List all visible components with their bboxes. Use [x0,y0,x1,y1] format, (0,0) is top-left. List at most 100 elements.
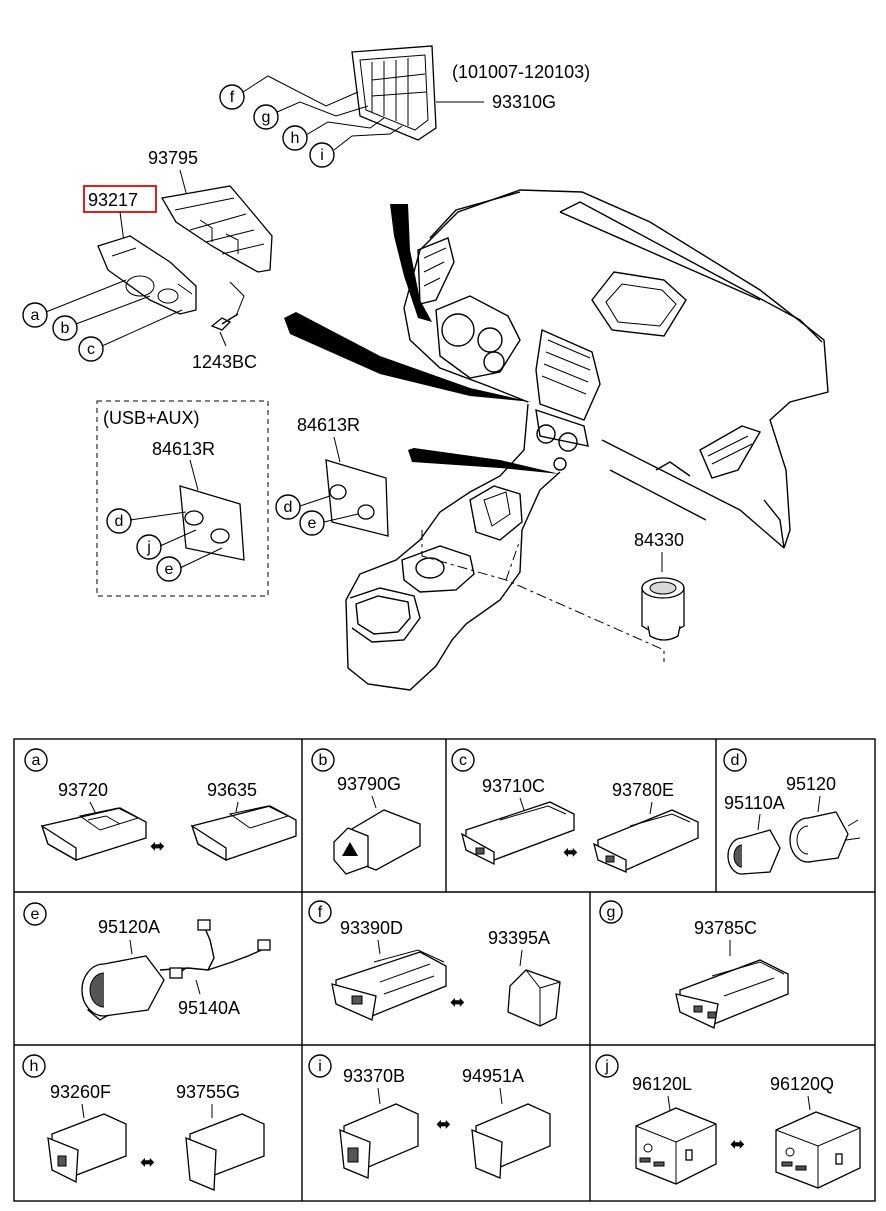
part-93795-label: 93795 [148,148,198,168]
svg-text:b: b [61,320,70,337]
switch-93790G [333,809,421,875]
dashboard-illustration [345,189,829,691]
grid-cell-i: i 93370B 94951A ⬌ [308,1054,551,1179]
part-93780E-label: 93780E [612,780,674,800]
parts-grid [13,738,876,1202]
callout-a: a [22,302,48,328]
part-95110A-label: 95110A [724,793,785,813]
switch-93720 [40,807,147,862]
switch-93370B [339,1103,419,1179]
lighter-socket [789,811,861,863]
swap-arrow-c: ⬌ [563,842,578,862]
usb-aux-group-box [96,400,269,597]
pointer-arrow-3 [408,448,560,474]
callout-d-aux: d [275,494,301,520]
swap-arrow-f: ⬌ [450,992,465,1012]
switch-93635 [190,805,297,862]
switch-93260F [47,1113,127,1184]
part-93785C-label: 93785C [694,918,757,938]
grid-cell-f: f 93390D 93395A ⬌ [308,900,561,1027]
date-range-label: (101007-120103) [452,62,590,82]
svg-text:c: c [459,752,467,769]
svg-text:f: f [318,904,323,921]
power-outlet-part [641,577,685,641]
part-95120A-label: 95120A [98,917,160,937]
callout-f: f [219,84,245,110]
switch-93390D [331,949,447,1021]
part-93755G-label: 93755G [176,1082,240,1102]
part-84613R-right-label: 84613R [297,415,360,435]
usb-aux-panel-part [179,485,245,561]
blank-93755G [185,1113,265,1191]
svg-text:e: e [31,906,40,923]
power-outlet-95120A [81,955,165,1021]
part-93395A-label: 93395A [488,928,550,948]
callout-h: h [282,125,308,151]
svg-text:b: b [319,752,328,769]
callout-c: c [78,336,104,362]
svg-text:i: i [320,147,324,164]
svg-text:c: c [87,341,95,358]
part-93390D-label: 93390D [340,918,403,938]
callout-g: g [253,104,279,130]
aux-panel-part [325,459,389,537]
part-84330-label: 84330 [634,530,684,550]
svg-text:e: e [308,515,317,532]
svg-text:h: h [30,1058,39,1075]
part-93310G-label: 93310G [492,92,556,112]
svg-text:i: i [318,1058,322,1075]
part-94951A-label: 94951A [462,1066,524,1086]
callout-e-usb: e [156,556,182,582]
part-1243BC-label: 1243BC [192,352,257,372]
callout-j-usb: j [136,534,162,560]
part-95140A-label: 95140A [178,998,240,1018]
part-96120L-label: 96120L [632,1074,692,1094]
grid-cell-a: a 93720 93635 ⬌ [24,748,297,862]
grid-cell-d: d 95120 95110A [723,748,861,875]
grid-cell-j: j 96120L 96120Q ⬌ [595,1054,861,1189]
screw-part [210,313,239,331]
svg-text:a: a [32,752,41,769]
pointer-arrow-1 [390,204,432,322]
swap-arrow-h: ⬌ [140,1152,155,1172]
pointer-arrow-2 [284,312,532,402]
crash-pad-panel-part [97,235,197,315]
switch-93710C [461,801,575,866]
svg-text:g: g [262,109,271,126]
part-93260F-label: 93260F [50,1082,111,1102]
grid-cell-e: e 95120A 95140A [23,902,271,1021]
grid-cell-c: c 93710C 93780E ⬌ [451,748,699,873]
svg-text:a: a [31,307,40,324]
grid-cell-b: b 93790G [311,748,421,875]
svg-text:h: h [291,130,300,147]
svg-text:d: d [731,752,740,769]
svg-text:f: f [230,89,235,106]
switch-bracket-part [160,185,273,273]
svg-text:g: g [607,904,616,921]
blank-cover-93395A [507,969,561,1027]
part-84613R-left-label: 84613R [152,439,215,459]
part-96120Q-label: 96120Q [770,1074,834,1094]
swap-arrow-j: ⬌ [730,1134,745,1154]
part-93790G-label: 93790G [337,774,401,794]
usb-jack-96120Q [775,1111,861,1189]
part-93217-label[interactable]: 93217 [88,190,138,210]
svg-text:j: j [604,1058,609,1075]
vent-bezel-part [351,45,437,141]
callout-i: i [309,142,335,168]
switch-93780E [593,809,699,873]
part-93710C-label: 93710C [482,776,545,796]
grid-cell-h: h 93260F 93755G ⬌ [22,1054,265,1191]
part-93370B-label: 93370B [343,1066,405,1086]
svg-text:e: e [165,561,174,578]
callout-e-aux: e [299,510,325,536]
swap-arrow-a: ⬌ [150,836,165,856]
callout-b: b [52,315,78,341]
usb-aux-label: (USB+AUX) [103,408,200,428]
callout-d-usb: d [106,508,132,534]
part-93635-label: 93635 [207,780,257,800]
usb-jack-96120L [635,1107,717,1185]
part-93720-label: 93720 [58,780,108,800]
part-95120-label: 95120 [786,774,836,794]
grid-cell-g: g 93785C [599,900,789,1029]
